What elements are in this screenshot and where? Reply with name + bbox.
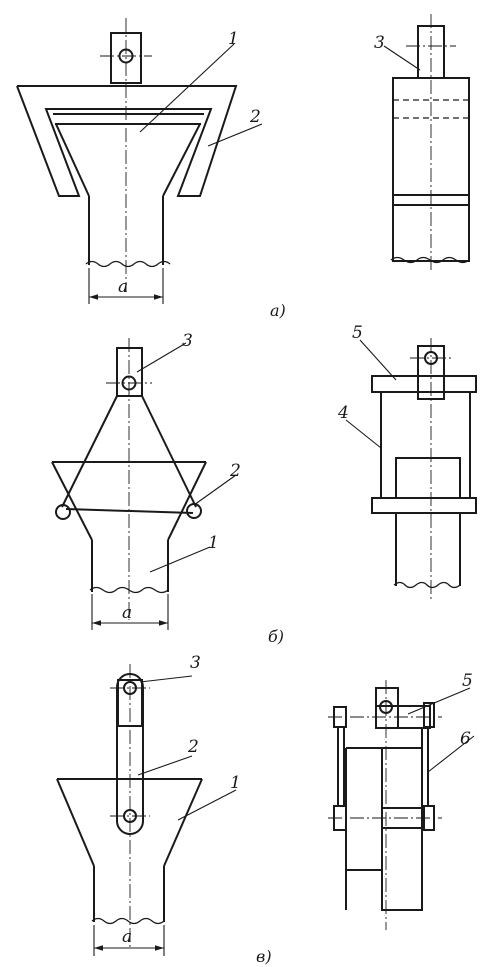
dim-a-a: a <box>118 277 128 297</box>
caption-c: в) <box>256 947 272 966</box>
figure-c-side-view <box>328 680 475 930</box>
label-1-c: 1 <box>230 773 241 793</box>
dim-a-b: a <box>122 603 132 623</box>
dim-a-c: a <box>122 927 132 947</box>
figure-a-side-view <box>383 14 470 272</box>
figure-b-front-view <box>51 338 237 630</box>
label-2-a: 2 <box>249 107 261 127</box>
label-3-c: 3 <box>190 653 201 673</box>
label-2-b: 2 <box>229 461 241 481</box>
figure-b-side-view <box>345 338 477 600</box>
label-5-c: 5 <box>462 671 473 691</box>
label-3-b: 3 <box>182 331 193 351</box>
caption-b: б) <box>268 627 284 646</box>
caption-a: а) <box>270 301 286 320</box>
label-5-b: 5 <box>352 323 363 343</box>
label-2-c: 2 <box>187 737 199 757</box>
figure-c-front-view <box>56 664 237 956</box>
label-1-b: 1 <box>208 533 219 553</box>
figure-a-front-view <box>16 18 263 304</box>
label-3-a: 3 <box>374 33 385 53</box>
label-4-b: 4 <box>337 403 349 423</box>
label-1-a: 1 <box>228 29 239 49</box>
label-6-c: 6 <box>460 729 471 749</box>
